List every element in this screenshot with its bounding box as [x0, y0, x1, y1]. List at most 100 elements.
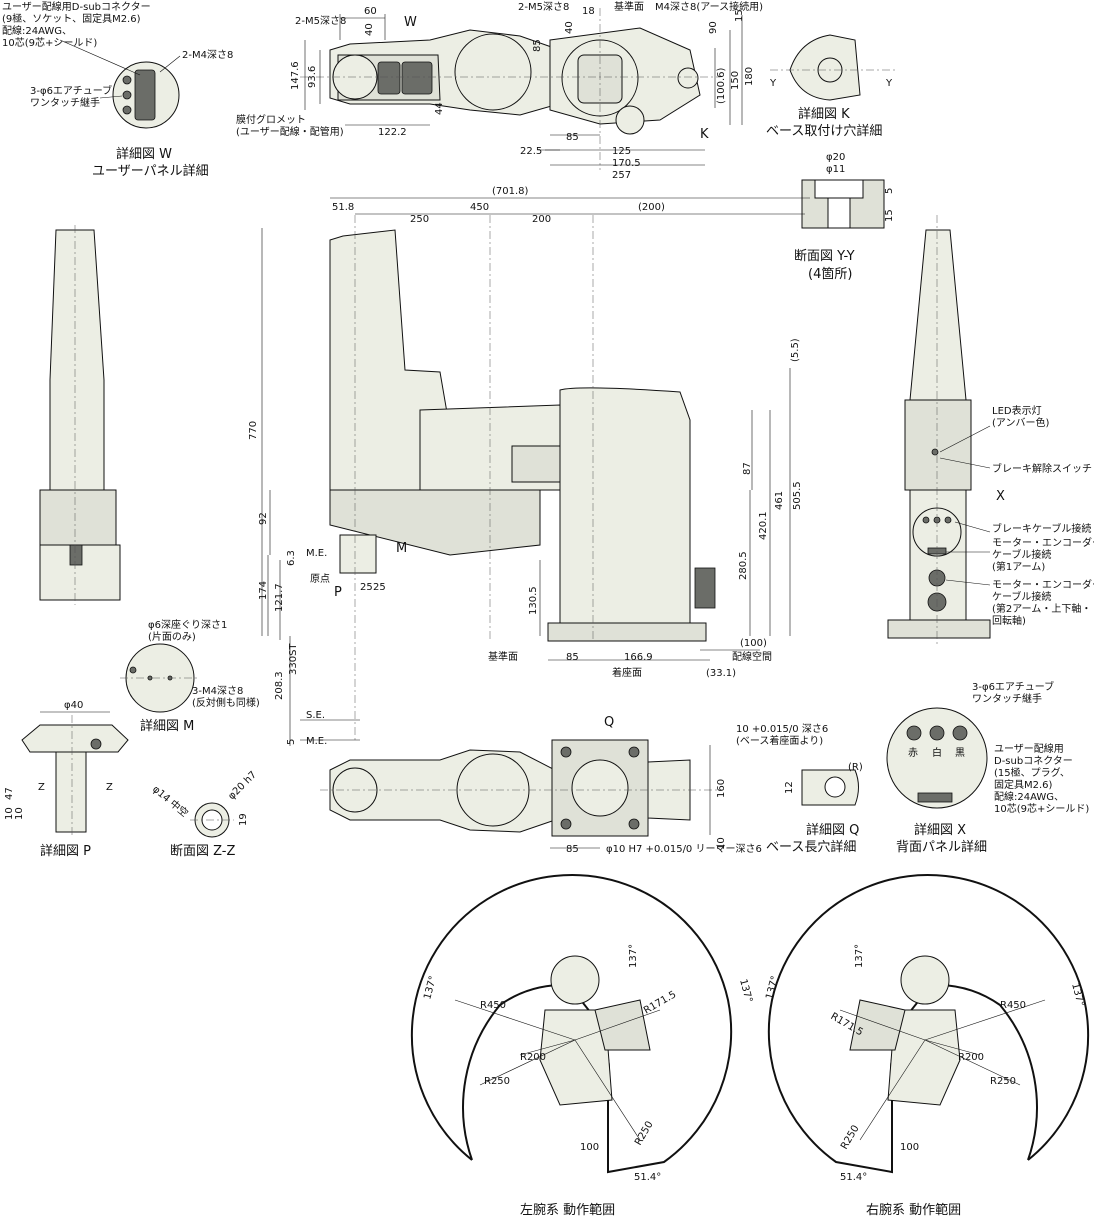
yy-d15: 15: [884, 209, 895, 222]
me-label: M.E.: [306, 548, 327, 559]
p-d40: φ40: [64, 700, 83, 711]
mot1c: (第1アーム): [992, 560, 1045, 573]
w-air1: 3-φ6エアチューブ: [30, 84, 112, 97]
brake-switch: ブレーキ解除スイッチ: [992, 462, 1092, 475]
q-d12: 12: [784, 781, 795, 794]
q-tol2: (ベース着座面より): [736, 734, 823, 747]
detail-k: Y Y 詳細図 K ベース取付け穴詳細: [766, 34, 895, 139]
x-air1: 3-φ6エアチューブ: [972, 680, 1054, 693]
right-side-view: LED表示灯 (アンバー色) ブレーキ解除スイッチ X ブレーキケーブル接続 モ…: [887, 215, 1094, 645]
dim-174: 174: [258, 581, 269, 600]
detail-q: 10 +0.015/0 深さ6 (ベース着座面より) 12 (R) 詳細図 Q …: [736, 723, 863, 855]
dim-280-5: 280.5: [738, 551, 749, 580]
rr-d100: 100: [900, 1142, 919, 1153]
p-d10b: 10: [14, 807, 25, 820]
section-yy: φ20 φ11 5 15 断面図 Y-Y (4箇所): [794, 152, 895, 282]
mot1a: モーター・エンコーダー: [992, 536, 1094, 549]
rr-137b: 137°: [764, 975, 781, 1001]
section-zz: φ14 中空 φ20 h7 19 断面図 Z-Z: [150, 769, 259, 859]
se-label: S.E.: [306, 710, 325, 721]
q-tol: 10 +0.015/0 深さ6: [736, 723, 828, 735]
grommet-note: 膜付グロメット: [236, 113, 306, 126]
p-label: P: [334, 585, 342, 600]
x-red: 赤: [908, 747, 918, 759]
led-label2: (アンバー色): [992, 416, 1050, 429]
q-caption1: 詳細図 Q: [806, 822, 859, 838]
front-view: (701.8) 51.8 450 250 200 (200) 770 (5.5)…: [248, 186, 810, 747]
dim-330st: 330ST: [288, 643, 299, 675]
dim-25a: 25: [360, 582, 373, 593]
rr-caption: 右腕系 動作範囲: [866, 1202, 961, 1218]
bottom-d10: 10: [716, 837, 727, 850]
range-right: 137° 137° 137° R450 R171.5 R200 R250 R25…: [764, 874, 1090, 1218]
yy-d20: φ20: [826, 152, 845, 163]
me2-label: M.E.: [306, 736, 327, 747]
rr-r250b: R250: [839, 1123, 862, 1151]
mot2a: モーター・エンコーダー: [992, 578, 1094, 591]
grommet-note2: (ユーザー配線・配管用): [236, 125, 344, 138]
dim-170-5: 170.5: [612, 158, 641, 169]
x-n6: 10芯(9芯+シールド): [994, 802, 1089, 815]
dim-87: 87: [742, 462, 753, 475]
rl-51: 51.4°: [634, 1172, 661, 1183]
x-n3: (15極、プラグ、: [994, 766, 1070, 779]
rl-r171: R171.5: [642, 989, 678, 1016]
m-note3: 3-M4深さ8: [192, 685, 243, 697]
dim-180: 180: [744, 67, 755, 86]
x-label: X: [996, 489, 1005, 504]
bottom-d160: 160: [716, 779, 727, 798]
rl-r250a: R250: [484, 1076, 510, 1087]
m-note4: (反対側も同様): [192, 696, 260, 709]
rr-r200: R200: [958, 1052, 984, 1063]
detail-x: 3-φ6エアチューブ ワンタッチ継手 赤 白 黒 ユーザー配線用 D-subコネ…: [886, 680, 1089, 855]
dim-85-front: 85: [566, 652, 579, 663]
origin-label: 原点: [310, 573, 330, 585]
rl-137b: 137°: [422, 975, 439, 1001]
yy-d11: φ11: [826, 164, 845, 175]
k-label: K: [700, 127, 709, 142]
k-caption1: 詳細図 K: [798, 106, 850, 122]
zz-d14: φ14 中空: [150, 782, 191, 819]
dim-85: 85: [566, 132, 579, 143]
dim-33-1: (33.1): [706, 668, 736, 679]
dim-15: 15: [734, 9, 745, 22]
dim-93-6: 93.6: [307, 66, 318, 88]
dim-200p: (200): [638, 202, 665, 213]
range-left: 137° 137° 137° R450 R171.5 R200 R250 R25…: [410, 874, 754, 1218]
zz-d19: 19: [238, 813, 249, 826]
dim-461: 461: [774, 491, 785, 510]
q-caption2: ベース長穴詳細: [766, 839, 856, 855]
rl-d100: 100: [580, 1142, 599, 1153]
dim-208-3: 208.3: [274, 671, 285, 700]
dim-25b: 25: [373, 582, 386, 593]
p-caption: 詳細図 P: [40, 843, 91, 859]
dim-40b: 40: [564, 21, 575, 34]
dim-m5b: 2-M5深さ8: [518, 1, 569, 13]
w-caption1: 詳細図 W: [116, 146, 172, 162]
rl-137c: 137°: [737, 978, 754, 1004]
top-view: 60 40 2-M5深さ8 W 147.6 93.6 44 122.2 膜付グロ…: [236, 0, 763, 181]
x-air2: ワンタッチ継手: [972, 692, 1042, 705]
rl-r450: R450: [480, 1000, 506, 1011]
dim-200: 200: [532, 214, 551, 225]
dim-5b: 5: [286, 739, 297, 745]
detail-p: φ40 47 10 10 Z Z 詳細図 P: [4, 700, 129, 859]
rl-r200: R200: [520, 1052, 546, 1063]
mot1b: ケーブル接続: [992, 548, 1051, 561]
dim-5-5: (5.5): [790, 338, 801, 362]
m-note2: (片面のみ): [148, 630, 196, 643]
m-note1: φ6深座ぐり深さ1: [148, 618, 227, 631]
q-r: (R): [848, 762, 863, 773]
x-black: 黒: [955, 747, 965, 759]
rr-r450: R450: [1000, 1000, 1026, 1011]
w-air2: ワンタッチ継手: [30, 96, 100, 109]
seat-plane: 着座面: [612, 666, 642, 679]
dim-44: 44: [434, 102, 445, 115]
m4-earth: M4深さ8(アース接続用): [655, 0, 763, 13]
dim-150: 150: [730, 71, 741, 90]
rr-137a: 137°: [854, 944, 865, 968]
mot2b: ケーブル接続: [992, 590, 1051, 603]
dim-420-1: 420.1: [758, 511, 769, 540]
k-y1: Y: [769, 78, 777, 89]
